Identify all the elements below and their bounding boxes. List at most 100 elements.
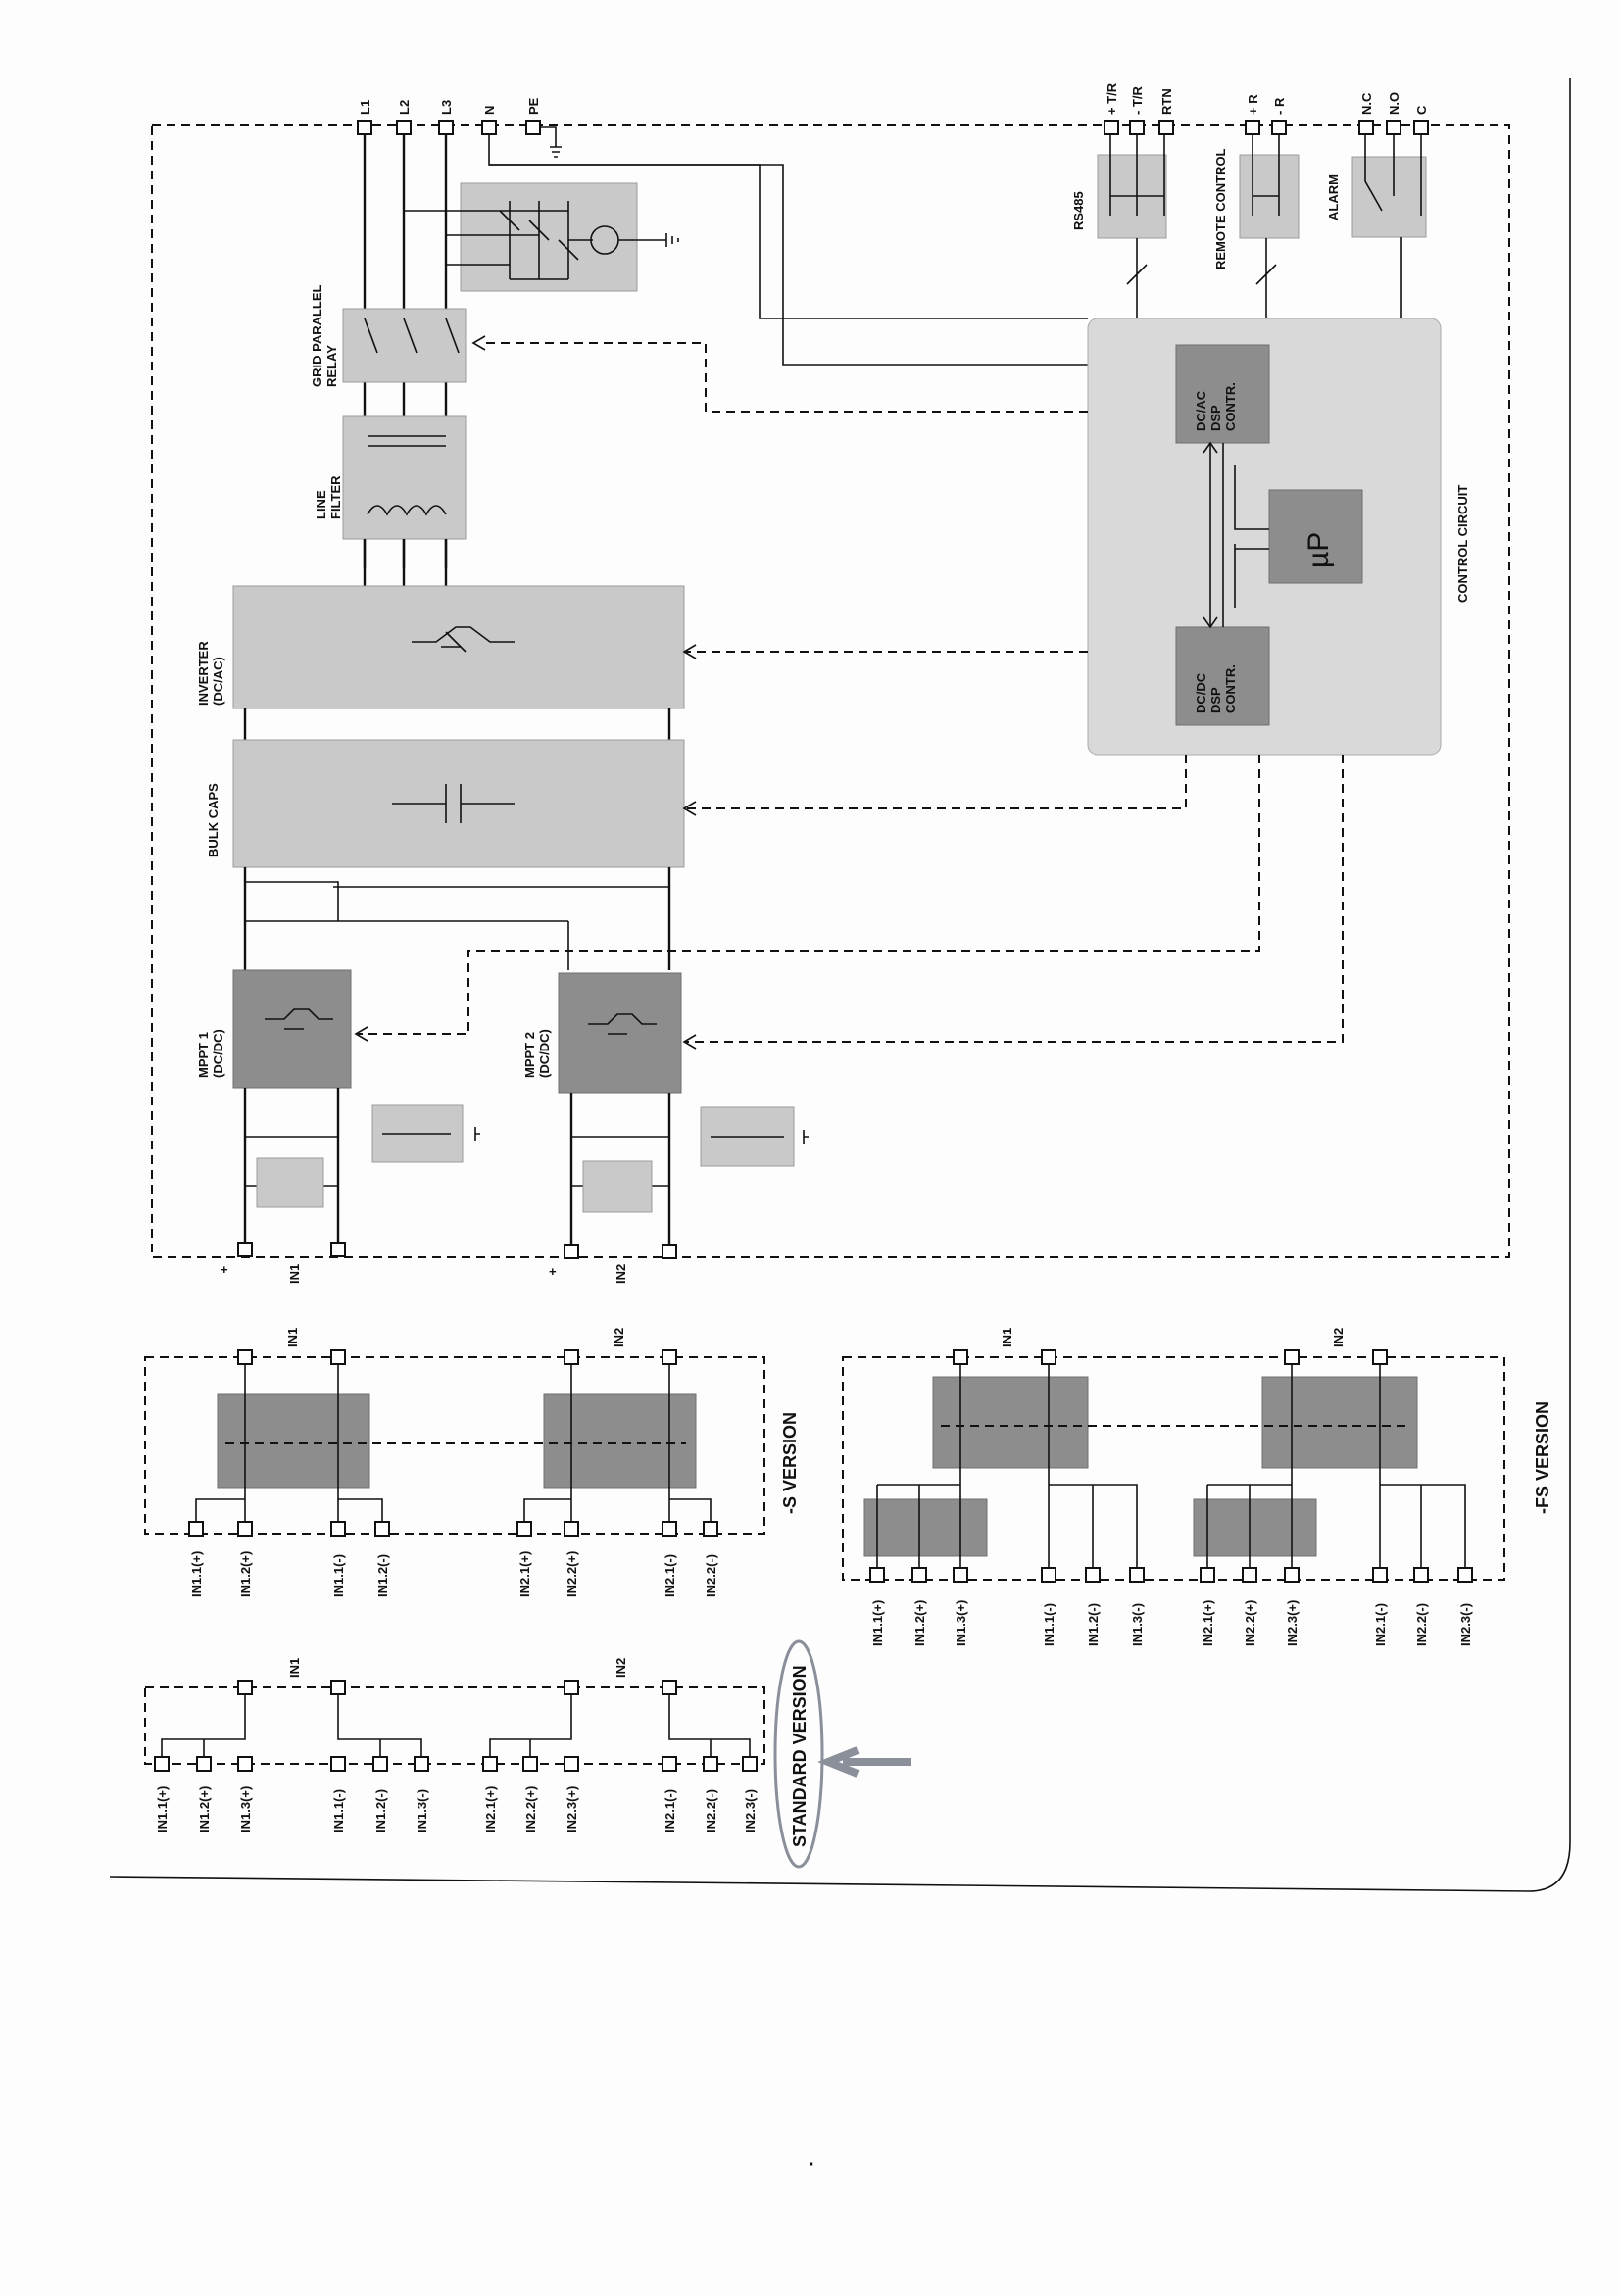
enclosure-border bbox=[151, 124, 1510, 1258]
highlight-circle bbox=[773, 1639, 824, 1869]
svg-text:IN1.2(-): IN1.2(-) bbox=[375, 1554, 390, 1597]
inverter-label: INVERTER(DC/AC) bbox=[196, 641, 225, 706]
terminal-L3: L3 bbox=[439, 100, 454, 115]
svg-text:IN2.3(+): IN2.3(+) bbox=[1285, 1600, 1300, 1646]
grid-relay-label: GRID PARALLELRELAY bbox=[310, 284, 339, 387]
svg-text:IN2.2(+): IN2.2(+) bbox=[1243, 1600, 1257, 1646]
svg-text:+: + bbox=[221, 1262, 228, 1277]
svg-text:IN1.2(+): IN1.2(+) bbox=[238, 1551, 253, 1597]
svg-text:IN1.1(+): IN1.1(+) bbox=[189, 1551, 204, 1597]
fs-version-in2-switch bbox=[1261, 1376, 1418, 1469]
in1-surge-protection bbox=[256, 1157, 324, 1208]
svg-text:IN1.1(-): IN1.1(-) bbox=[1042, 1603, 1056, 1646]
svg-text:IN1.2(-): IN1.2(-) bbox=[1086, 1603, 1101, 1646]
svg-text:IN1.1(+): IN1.1(+) bbox=[155, 1786, 170, 1832]
dcac-dsp-controller bbox=[1175, 344, 1270, 444]
svg-text:IN2.3(-): IN2.3(-) bbox=[743, 1789, 758, 1832]
svg-text:IN1.1(+): IN1.1(+) bbox=[870, 1600, 885, 1646]
earth-icon bbox=[382, 1127, 480, 1141]
svg-text:IN1.3(+): IN1.3(+) bbox=[954, 1600, 968, 1646]
svg-text:IN1.3(-): IN1.3(-) bbox=[415, 1789, 429, 1832]
earth-icon bbox=[618, 233, 679, 247]
svg-text:IN1.2(-): IN1.2(-) bbox=[373, 1789, 388, 1832]
dcdc-dsp-controller bbox=[1175, 626, 1270, 726]
svg-text:IN2.2(+): IN2.2(+) bbox=[565, 1551, 579, 1597]
svg-text:IN1.3(-): IN1.3(-) bbox=[1130, 1603, 1145, 1646]
svg-text:IN2.2(-): IN2.2(-) bbox=[704, 1554, 718, 1597]
standard-version-schematic: IN1 IN2 IN1.1(+) IN1.2(+) IN1.3(+) IN1.1… bbox=[144, 1639, 911, 1869]
mppt1-control-signal bbox=[358, 755, 1260, 1035]
svg-text:IN2.1(+): IN2.1(+) bbox=[1201, 1600, 1215, 1646]
s-version-title: -S VERSION bbox=[780, 1412, 800, 1514]
svg-text:IN2: IN2 bbox=[614, 1658, 628, 1678]
terminal-L1: L1 bbox=[358, 100, 372, 115]
inductor-icon bbox=[367, 505, 447, 516]
main-schematic: L1 L2 L3 N PE GRID PARALLELRELAY LINEF bbox=[151, 82, 1510, 1284]
svg-text:IN1.3(+): IN1.3(+) bbox=[238, 1786, 253, 1832]
svg-text:N.C: N.C bbox=[1359, 92, 1374, 115]
svg-text:- T/R: - T/R bbox=[1130, 86, 1145, 115]
mppt2-control-signal bbox=[686, 755, 1344, 1043]
svg-text:IN2.3(+): IN2.3(+) bbox=[565, 1786, 579, 1832]
in1-label: IN1 bbox=[287, 1264, 302, 1284]
svg-text:IN1.2(+): IN1.2(+) bbox=[912, 1600, 927, 1646]
svg-text:IN2.3(-): IN2.3(-) bbox=[1458, 1603, 1473, 1646]
svg-text:IN1.1(-): IN1.1(-) bbox=[331, 1554, 346, 1597]
fs-version-in2-fuses bbox=[1193, 1498, 1317, 1557]
relay-control-signal bbox=[480, 342, 1088, 413]
s-version-in1-switch bbox=[217, 1393, 370, 1489]
mppt2-label: MPPT 2(DC/DC) bbox=[522, 1029, 552, 1078]
in2-surge-protection bbox=[582, 1160, 653, 1213]
dcac-dsp-label: DC/ACDSPCONTR. bbox=[1194, 382, 1238, 431]
in1-minus-terminal bbox=[330, 1242, 346, 1257]
svg-text:IN2.1(+): IN2.1(+) bbox=[483, 1786, 498, 1832]
in2-label: IN2 bbox=[614, 1264, 628, 1284]
fs-version-title: -FS VERSION bbox=[1533, 1401, 1552, 1514]
svg-text:IN2.1(+): IN2.1(+) bbox=[517, 1551, 532, 1597]
fs-version-in1-fuses bbox=[863, 1498, 988, 1557]
terminal-L2: L2 bbox=[397, 100, 412, 115]
boost-converter-icon bbox=[265, 1008, 333, 1030]
grid-terminal-strip: L1 L2 L3 N PE bbox=[357, 97, 541, 135]
svg-text:IN1.1(-): IN1.1(-) bbox=[331, 1789, 346, 1832]
svg-text:N.O: N.O bbox=[1387, 92, 1401, 115]
remote-control-label: REMOTE CONTROL bbox=[1213, 148, 1228, 269]
arrow-left-icon bbox=[817, 1746, 911, 1778]
terminal-PE: PE bbox=[526, 97, 541, 115]
line-filter-label: LINEFILTER bbox=[314, 475, 343, 519]
svg-text:IN2: IN2 bbox=[1331, 1328, 1346, 1347]
micro-label: µP bbox=[1302, 532, 1335, 568]
earth-icon bbox=[540, 126, 562, 158]
svg-text:RTN: RTN bbox=[1159, 88, 1174, 115]
control-bus bbox=[1209, 443, 1224, 627]
terminal-N: N bbox=[482, 106, 497, 115]
svg-text:IN1: IN1 bbox=[1000, 1328, 1014, 1347]
svg-text:IN2.2(-): IN2.2(-) bbox=[1414, 1603, 1429, 1646]
capacitor-icon bbox=[392, 784, 515, 823]
standard-version-title: STANDARD VERSION bbox=[790, 1665, 810, 1847]
svg-text:- R: - R bbox=[1272, 97, 1287, 115]
fs-version-schematic: IN1 IN2 IN1.1(+) IN1.2(+) IN1.3(+) IN1.1… bbox=[842, 1328, 1552, 1646]
boost-converter-icon bbox=[588, 1013, 657, 1035]
mppt1-label: MPPT 1(DC/DC) bbox=[196, 1029, 225, 1078]
igbt-icon bbox=[412, 626, 515, 653]
alarm-block bbox=[1351, 156, 1427, 238]
svg-text:IN2.1(-): IN2.1(-) bbox=[663, 1554, 677, 1597]
svg-text:IN1: IN1 bbox=[285, 1328, 300, 1347]
svg-text:IN2.2(+): IN2.2(+) bbox=[523, 1786, 538, 1832]
svg-text:+ T/R: + T/R bbox=[1105, 82, 1119, 115]
svg-text:IN1: IN1 bbox=[287, 1658, 302, 1678]
alarm-label: ALARM bbox=[1326, 174, 1341, 220]
bulk-caps-label: BULK CAPS bbox=[206, 783, 221, 857]
fs-version-in1-switch bbox=[932, 1376, 1089, 1469]
line-filter bbox=[342, 415, 467, 540]
earth-icon bbox=[711, 1130, 809, 1144]
svg-text:C: C bbox=[1414, 105, 1429, 115]
in2-plus-terminal bbox=[564, 1244, 579, 1259]
svg-text:+ R: + R bbox=[1246, 94, 1260, 115]
page-border bbox=[109, 78, 1571, 1892]
microprocessor-block bbox=[1268, 489, 1363, 584]
in1-plus-terminal bbox=[237, 1242, 253, 1257]
